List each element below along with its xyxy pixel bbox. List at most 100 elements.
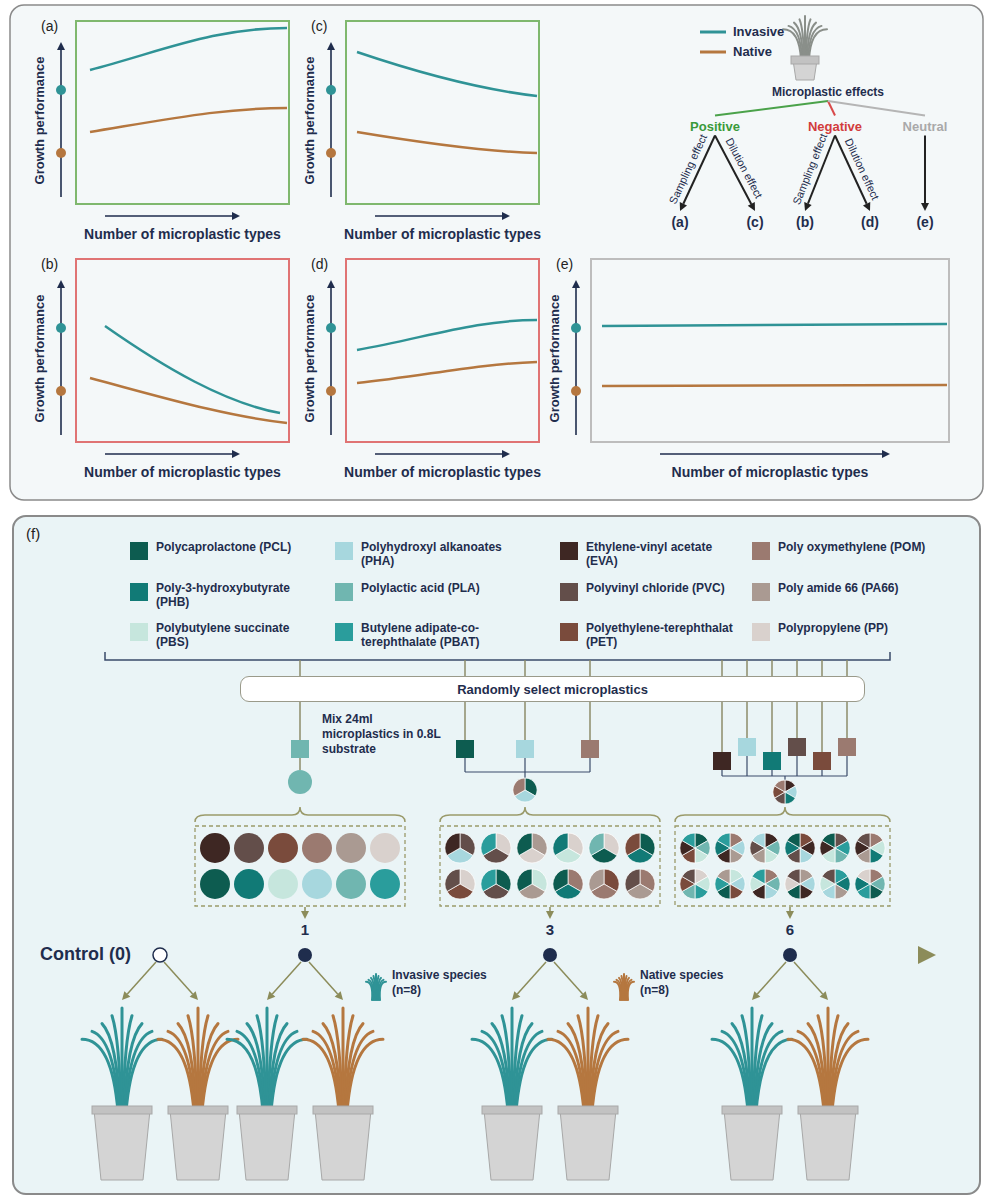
assign-arrow bbox=[309, 962, 338, 994]
selection-line bbox=[464, 660, 466, 676]
node-label: (a) bbox=[671, 214, 688, 230]
mix-sector bbox=[800, 884, 813, 899]
plant-pot bbox=[798, 1106, 858, 1180]
mix-sector bbox=[787, 869, 800, 884]
leaf-blade bbox=[818, 1016, 827, 1112]
plant-icon bbox=[783, 16, 827, 60]
invasive-curve bbox=[105, 326, 280, 413]
pot-body bbox=[315, 1110, 371, 1180]
mix-circle bbox=[268, 869, 298, 899]
pot-rim bbox=[791, 56, 819, 64]
native-curve bbox=[90, 108, 287, 132]
microplastic-mix bbox=[288, 770, 312, 794]
tree-connector bbox=[715, 101, 828, 116]
leaf-blade bbox=[558, 1031, 585, 1112]
process-box: Randomly select microplastics bbox=[240, 676, 865, 702]
mix-sector bbox=[717, 833, 730, 848]
x-axis-arrow bbox=[660, 453, 882, 455]
microplastic-mix bbox=[680, 869, 710, 899]
microplastic-mix bbox=[370, 869, 400, 899]
selection-line bbox=[589, 702, 591, 740]
mix-sector bbox=[695, 848, 708, 863]
native-curve bbox=[357, 362, 537, 383]
microplastic-mix bbox=[625, 869, 655, 899]
selection-line bbox=[796, 660, 798, 676]
legend-text: Native bbox=[733, 44, 772, 59]
microplastic-mix bbox=[553, 869, 583, 899]
selection-line bbox=[821, 770, 822, 776]
level-dot bbox=[298, 948, 312, 962]
legend-text: Polycaprolactone (PCL) bbox=[156, 540, 314, 554]
leaf-blade bbox=[832, 1039, 868, 1112]
plant-pot bbox=[558, 1106, 618, 1180]
y-axis-arrow bbox=[330, 50, 332, 197]
microplastic-mix bbox=[773, 780, 797, 804]
selection-line bbox=[771, 770, 772, 776]
mix-sector bbox=[513, 778, 525, 796]
leaf-blade bbox=[722, 1031, 749, 1112]
microplastic-square bbox=[738, 738, 756, 756]
mix-circle bbox=[288, 770, 312, 794]
microplastic-mix bbox=[625, 833, 655, 863]
invasive-dot bbox=[56, 85, 66, 95]
branch-line bbox=[924, 136, 926, 204]
selection-line bbox=[821, 702, 823, 752]
legend-swatch bbox=[130, 583, 148, 601]
selection-line bbox=[464, 758, 465, 772]
microplastic-square bbox=[838, 738, 856, 756]
tree-node: (e) bbox=[912, 212, 937, 232]
mix-sector bbox=[787, 833, 800, 848]
mix-sector bbox=[775, 780, 785, 792]
legend-line bbox=[700, 31, 726, 34]
microplastic-mix bbox=[785, 833, 815, 863]
assign-arrow bbox=[554, 962, 583, 994]
leaf-blade bbox=[592, 1039, 628, 1112]
treatment-group bbox=[440, 826, 660, 906]
mix-circle bbox=[336, 833, 366, 863]
pot-rim bbox=[722, 1106, 782, 1114]
legend-swatch bbox=[335, 623, 353, 641]
axis-title: Growth performance bbox=[548, 295, 563, 423]
selection-line bbox=[846, 660, 848, 676]
mix-sector bbox=[752, 833, 765, 848]
mix-sector bbox=[517, 833, 532, 856]
growth-curves bbox=[357, 52, 537, 153]
mix-sector bbox=[752, 869, 765, 884]
mix-sector bbox=[625, 833, 640, 856]
axis-title: Number of microplastic types bbox=[344, 464, 541, 480]
tree-node: (c) bbox=[742, 212, 767, 232]
microplastic-mix bbox=[589, 833, 619, 863]
x-axis-arrow bbox=[232, 212, 240, 220]
x-axis-arrow bbox=[105, 453, 232, 455]
invasive-curve bbox=[357, 52, 537, 96]
microplastic-mix bbox=[517, 833, 547, 863]
pot-rim bbox=[168, 1106, 228, 1114]
mix-sector bbox=[589, 833, 604, 856]
axis-title: Growth performance bbox=[303, 57, 318, 185]
selection-line bbox=[746, 756, 747, 776]
plant-pot bbox=[313, 1106, 373, 1180]
microplastic-mix bbox=[715, 833, 745, 863]
microplastic-mix bbox=[370, 833, 400, 863]
mix-circle bbox=[200, 833, 230, 863]
group-arrow bbox=[301, 911, 309, 919]
native-dot bbox=[571, 386, 581, 396]
microplastic-mix bbox=[268, 833, 298, 863]
branch-line bbox=[828, 101, 925, 116]
mix-sector bbox=[625, 869, 640, 892]
pot-rim bbox=[558, 1106, 618, 1114]
invasive-icon bbox=[366, 974, 386, 1000]
leaf-blade bbox=[578, 1016, 587, 1112]
control-dot bbox=[153, 948, 167, 962]
mix-circle bbox=[234, 833, 264, 863]
microplastic-mix bbox=[336, 833, 366, 863]
selection-line bbox=[771, 702, 773, 752]
pot-body bbox=[484, 1110, 540, 1180]
tree-node: (b) bbox=[792, 212, 818, 232]
microplastic-square bbox=[813, 752, 831, 770]
microplastic-mix bbox=[481, 833, 511, 863]
mix-sector bbox=[730, 884, 743, 899]
selection-line bbox=[796, 756, 797, 776]
legend-swatch bbox=[335, 583, 353, 601]
native-curve bbox=[90, 378, 287, 423]
